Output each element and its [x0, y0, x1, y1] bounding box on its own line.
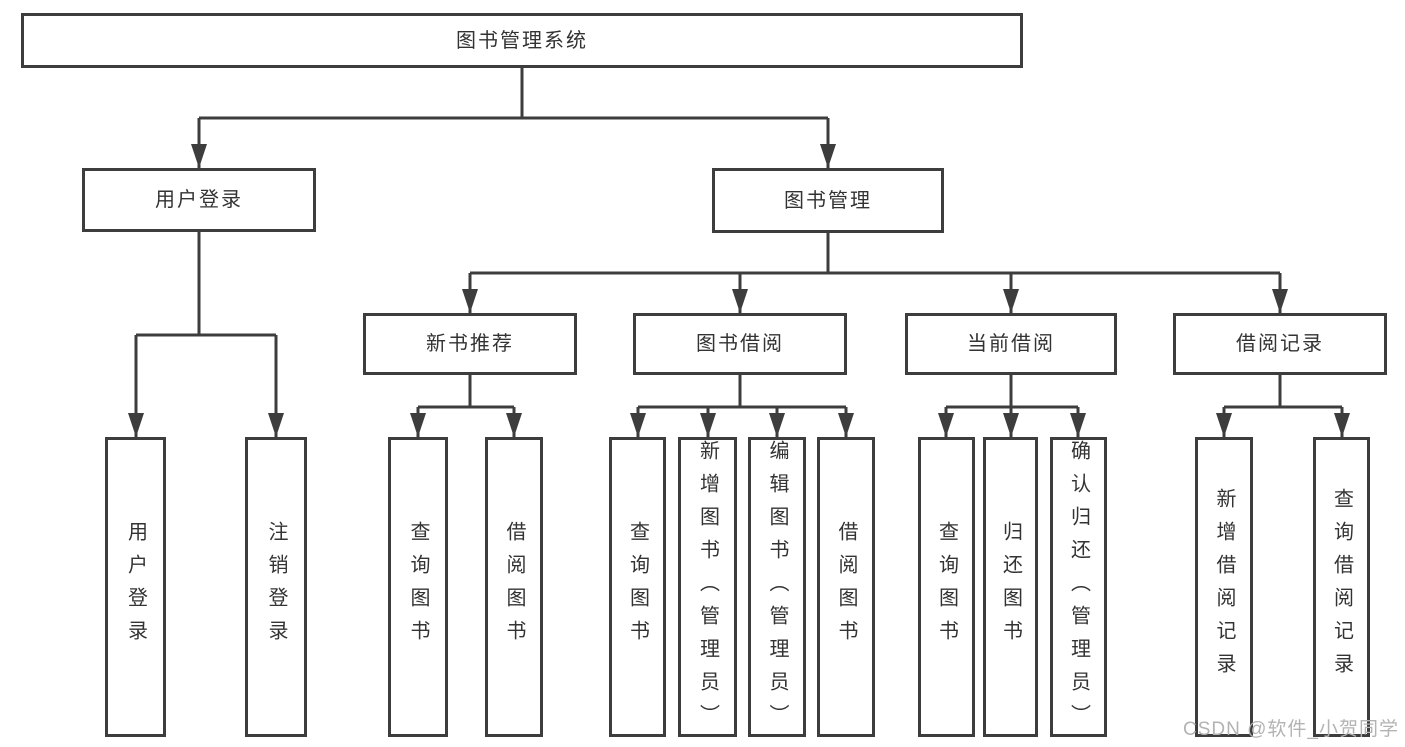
leaf-confirm-return-admin: 确认归还（管理员）	[1050, 437, 1107, 737]
node-new-book-recommend: 新书推荐	[363, 313, 577, 375]
arrow-down-icon	[1003, 413, 1019, 437]
node-book-management: 图书管理	[712, 168, 944, 233]
arrow-down-icon	[462, 289, 478, 313]
node-borrow-records: 借阅记录	[1173, 313, 1387, 375]
connector-line	[1009, 375, 1013, 407]
arrow-down-icon	[128, 413, 144, 437]
leaf-query-books: 查询图书	[918, 437, 975, 737]
csdn-watermark: CSDN @软件_小贺同学	[1183, 719, 1399, 740]
connector-line	[1224, 405, 1342, 409]
leaf-borrow-books: 借阅图书	[485, 437, 543, 737]
arrow-down-icon	[1003, 289, 1019, 313]
arrow-down-icon	[820, 144, 836, 168]
node-user-login: 用户登录	[82, 168, 316, 232]
arrow-down-icon	[268, 413, 284, 437]
leaf-add-book-admin: 新增图书（管理员）	[678, 437, 737, 737]
node-current-borrow: 当前借阅	[905, 313, 1117, 375]
connector-line	[418, 405, 514, 409]
arrow-down-icon	[1070, 413, 1086, 437]
arrow-down-icon	[1216, 413, 1232, 437]
leaf-query-books: 查询图书	[609, 437, 666, 737]
connector-line	[738, 375, 742, 407]
leaf-borrow-books: 借阅图书	[817, 437, 875, 737]
connector-line	[826, 233, 830, 273]
arrow-down-icon	[410, 413, 426, 437]
arrow-down-icon	[769, 413, 785, 437]
leaf-query-borrow-record: 查询借阅记录	[1313, 437, 1370, 737]
connector-line	[134, 335, 138, 437]
connector-line	[274, 335, 278, 437]
node-book-borrow: 图书借阅	[633, 313, 847, 375]
arrow-down-icon	[732, 289, 748, 313]
leaf-query-books: 查询图书	[388, 437, 448, 737]
connector-line	[197, 118, 201, 168]
leaf-add-borrow-record: 新增借阅记录	[1195, 437, 1253, 737]
connector-line	[199, 116, 828, 120]
connector-line	[1278, 375, 1282, 407]
node-root: 图书管理系统	[21, 13, 1023, 68]
connector-line	[197, 232, 201, 335]
arrow-down-icon	[1272, 289, 1288, 313]
arrow-down-icon	[700, 413, 716, 437]
connector-line	[468, 375, 472, 407]
leaf-user-login: 用户登录	[105, 437, 166, 737]
arrow-down-icon	[630, 413, 646, 437]
connector-line	[638, 405, 846, 409]
arrow-down-icon	[506, 413, 522, 437]
leaf-return-book: 归还图书	[983, 437, 1038, 737]
arrow-down-icon	[938, 413, 954, 437]
connector-line	[826, 118, 830, 168]
arrow-down-icon	[838, 413, 854, 437]
connector-line	[136, 333, 276, 337]
leaf-edit-book-admin: 编辑图书（管理员）	[748, 437, 806, 737]
connector-line	[470, 271, 1280, 275]
connector-line	[520, 68, 524, 118]
leaf-logout: 注销登录	[245, 437, 307, 737]
arrow-down-icon	[1334, 413, 1350, 437]
arrow-down-icon	[191, 144, 207, 168]
